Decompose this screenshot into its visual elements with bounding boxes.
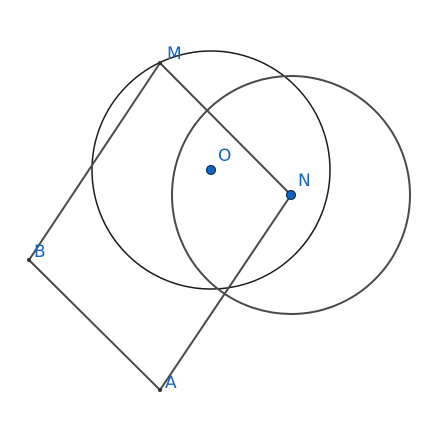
point-m bbox=[158, 61, 162, 65]
label-a: A bbox=[165, 373, 177, 393]
segment-na bbox=[159, 194, 292, 391]
label-o: O bbox=[218, 146, 231, 166]
segment-bm bbox=[28, 62, 161, 261]
point-n bbox=[285, 189, 297, 201]
circle-centered-o bbox=[91, 50, 331, 290]
label-m: M bbox=[167, 44, 182, 64]
point-o bbox=[205, 164, 217, 176]
point-a bbox=[158, 388, 162, 392]
segment-ab bbox=[28, 259, 161, 391]
label-b: B bbox=[34, 242, 46, 262]
label-n: N bbox=[298, 171, 311, 191]
circle-through-n bbox=[171, 75, 411, 315]
point-b bbox=[27, 258, 31, 262]
segment-mn bbox=[159, 62, 292, 196]
